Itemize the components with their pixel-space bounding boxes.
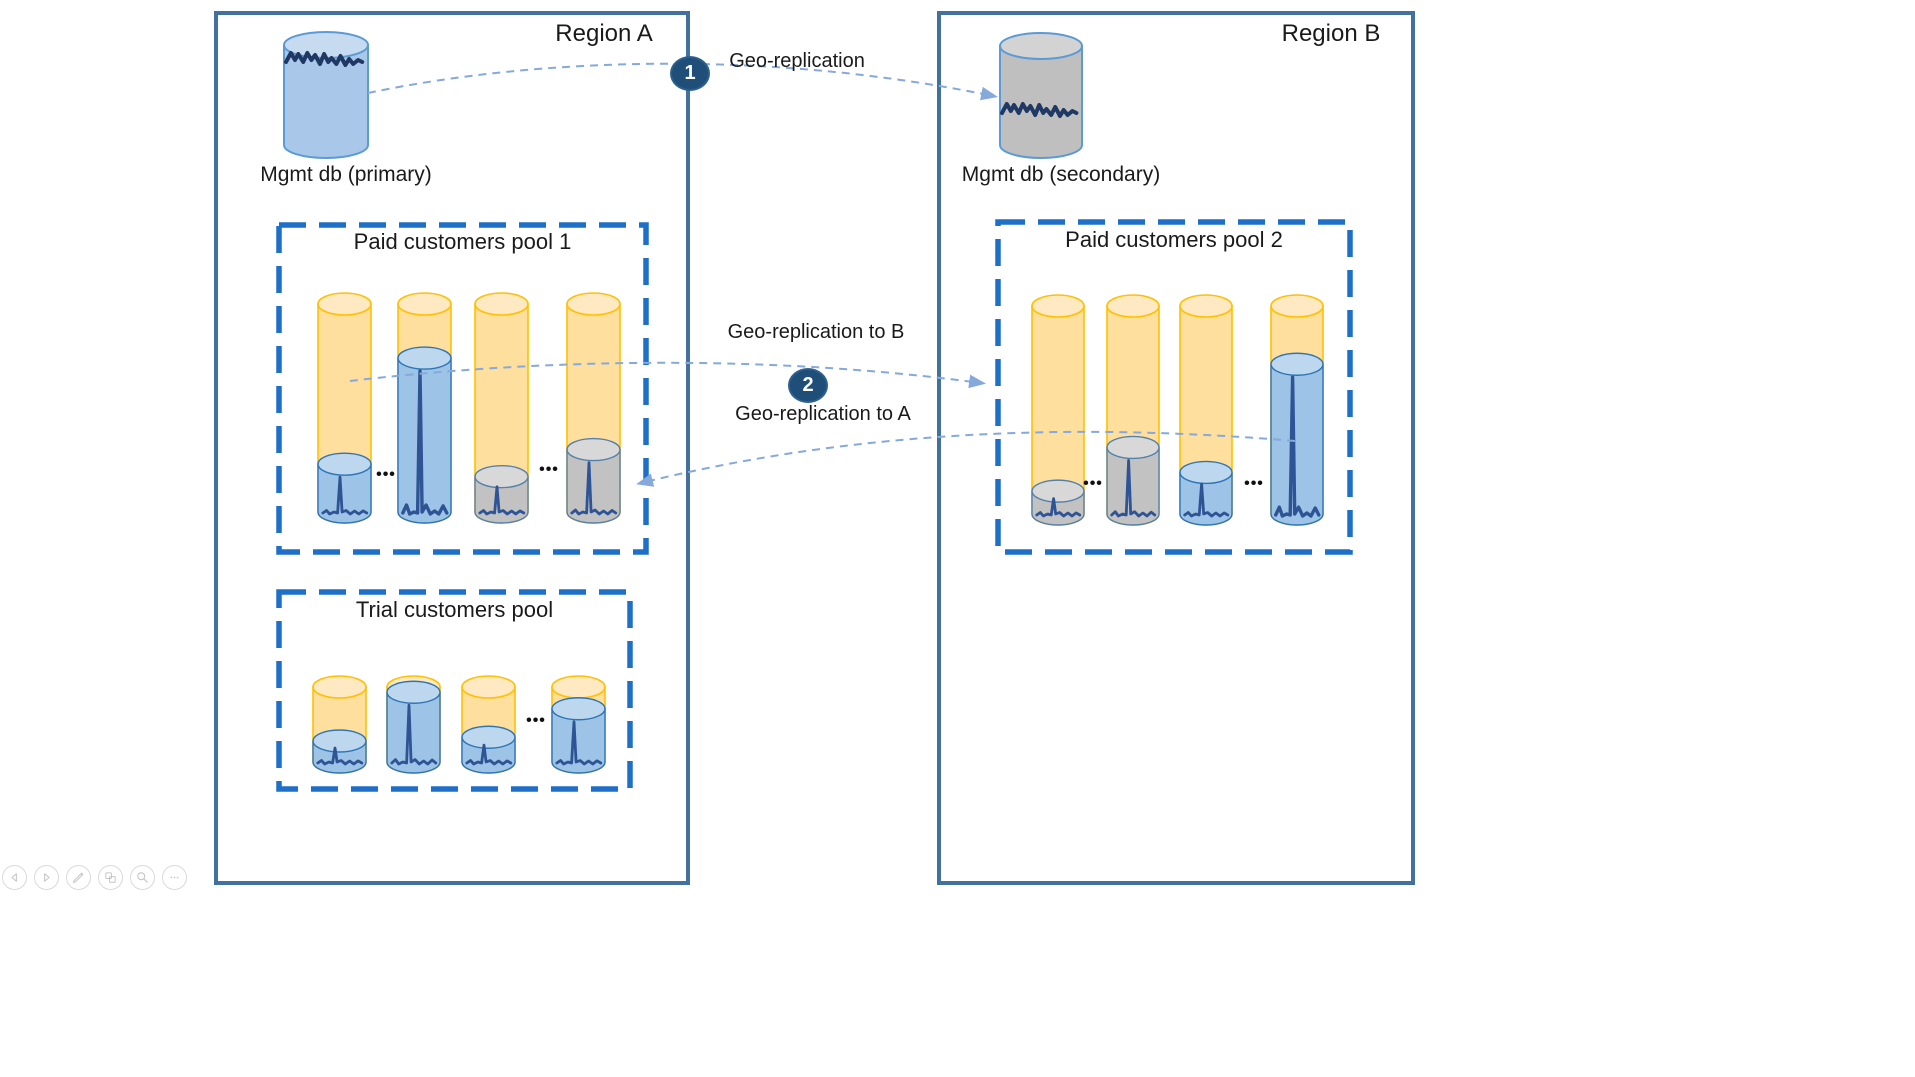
region-b-title: Region B bbox=[1281, 20, 1381, 47]
pen-button[interactable] bbox=[66, 865, 91, 890]
trial-pool-title: Trial customers pool bbox=[355, 597, 554, 622]
paid-pool-1-title: Paid customers pool 1 bbox=[353, 229, 572, 254]
ellipsis-paid2-left: ••• bbox=[1083, 475, 1103, 492]
geo-replication-label: Geo-replication bbox=[729, 50, 865, 72]
step-2-badge: 2 bbox=[788, 368, 828, 403]
previous-slide-button[interactable] bbox=[2, 865, 27, 890]
more-dots-icon bbox=[167, 870, 182, 885]
ellipsis-trial: ••• bbox=[526, 712, 546, 729]
ellipsis-paid1-right: ••• bbox=[539, 461, 559, 478]
mgmt-db-primary-label: Mgmt db (primary) bbox=[260, 163, 432, 186]
reading-view-toolbar bbox=[2, 865, 187, 890]
more-options-button[interactable] bbox=[162, 865, 187, 890]
geo-replication-to-a-label: Geo-replication to A bbox=[735, 403, 911, 425]
geo-replication-to-b-label: Geo-replication to B bbox=[727, 321, 905, 343]
region-a-box bbox=[214, 11, 690, 885]
next-slide-button[interactable] bbox=[34, 865, 59, 890]
paid-pool-2-title: Paid customers pool 2 bbox=[1065, 227, 1283, 252]
slides-icon bbox=[103, 870, 118, 885]
slide-sorter-button[interactable] bbox=[98, 865, 123, 890]
region-b-box bbox=[937, 11, 1415, 885]
magnifier-icon bbox=[135, 870, 150, 885]
step-1-badge: 1 bbox=[670, 56, 710, 91]
region-a-title: Region A bbox=[555, 20, 653, 47]
next-icon bbox=[39, 870, 54, 885]
mgmt-db-secondary-label: Mgmt db (secondary) bbox=[961, 163, 1161, 186]
pen-icon bbox=[71, 870, 86, 885]
ellipsis-paid2-right: ••• bbox=[1244, 475, 1264, 492]
previous-icon bbox=[7, 870, 22, 885]
zoom-button[interactable] bbox=[130, 865, 155, 890]
ellipsis-paid1-left: ••• bbox=[376, 466, 396, 483]
